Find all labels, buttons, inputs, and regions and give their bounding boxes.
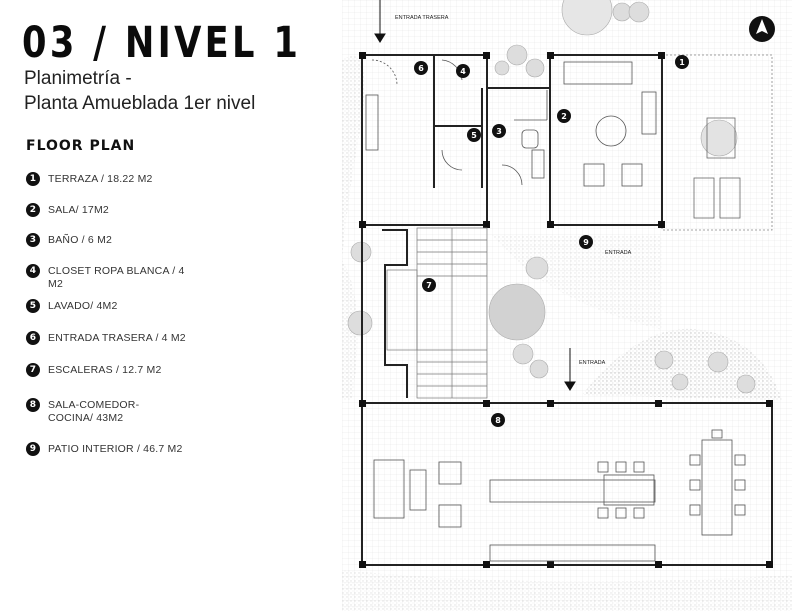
legend-label: TERRAZA / 18.22 M2: [48, 173, 153, 185]
marker-6: 6: [414, 61, 428, 75]
lounge-chair-2: [719, 177, 741, 219]
lounge-chair-1: [693, 177, 715, 219]
legend-label: SALA-COMEDOR- COCINA/ 43M2: [48, 399, 140, 424]
label-entrada-trasera: ENTRADA TRASERA: [395, 15, 449, 21]
legend-label: SALA/ 17M2: [48, 204, 109, 216]
stairs: [386, 227, 488, 399]
landscape-texture: [342, 56, 792, 611]
svg-text:4: 4: [460, 67, 466, 76]
subtitle-line-1: Planimetría -: [24, 68, 132, 89]
legend-item-entrada-trasera: 6 ENTRADA TRASERA / 4 M2: [26, 331, 186, 345]
legend-label: ESCALERAS / 12.7 M2: [48, 364, 162, 376]
svg-text:5: 5: [471, 131, 477, 140]
page-title: 03 / NIVEL 1: [22, 18, 302, 68]
legend-badge: 6: [26, 331, 40, 345]
svg-text:1: 1: [679, 58, 685, 67]
legend-label: ENTRADA TRASERA / 4 M2: [48, 332, 186, 344]
lower-walls: [361, 402, 773, 566]
legend-item-patio-interior: 9 PATIO INTERIOR / 46.7 M2: [26, 442, 183, 456]
subtitle-line-2: Planta Amueblada 1er nivel: [24, 93, 256, 114]
legend-badge: 5: [26, 299, 40, 313]
terrace-outline: [661, 54, 773, 231]
marker-5: 5: [467, 128, 481, 142]
legend-item-bano: 3 BAÑO / 6 M2: [26, 233, 112, 247]
svg-text:3: 3: [496, 127, 502, 136]
columns-lower: [359, 400, 773, 568]
legend-item-terraza: 1 TERRAZA / 18.22 M2: [26, 172, 153, 186]
north-arrow-icon: [749, 16, 775, 42]
marker-1: 1: [675, 55, 689, 69]
marker-8: 8: [491, 413, 505, 427]
floor-plan-drawing: ENTRADA TRASERA ENTRADA ENTRADA 1 2 3 4 …: [342, 0, 792, 611]
entrance-arrows: [374, 0, 576, 391]
legend-badge: 8: [26, 398, 40, 412]
legend-item-sala: 2 SALA/ 17M2: [26, 203, 109, 217]
columns-upper: [359, 52, 665, 228]
legend-item-closet: 4 CLOSET ROPA BLANCA / 4 M2: [26, 264, 198, 291]
legend-label: LAVADO/ 4M2: [48, 300, 118, 312]
svg-text:7: 7: [426, 281, 432, 290]
upper-walls: [361, 54, 663, 226]
legend-badge: 2: [26, 203, 40, 217]
legend-label: CLOSET ROPA BLANCA / 4 M2: [48, 265, 185, 290]
terrace-table: [706, 117, 736, 159]
svg-text:2: 2: [561, 112, 567, 121]
legend-label: BAÑO / 6 M2: [48, 234, 113, 246]
legend-item-sala-comedor-cocina: 8 SALA-COMEDOR- COCINA/ 43M2: [26, 398, 158, 425]
legend-badge: 9: [26, 442, 40, 456]
label-entrada-patio: ENTRADA: [605, 250, 632, 256]
legend-badge: 3: [26, 233, 40, 247]
svg-text:9: 9: [583, 238, 589, 247]
marker-3: 3: [492, 124, 506, 138]
trees: [347, 0, 756, 394]
stair-walls: [361, 228, 408, 400]
marker-2: 2: [557, 109, 571, 123]
marker-7: 7: [422, 278, 436, 292]
marker-9: 9: [579, 235, 593, 249]
legend-badge: 1: [26, 172, 40, 186]
label-entrada-main: ENTRADA: [579, 360, 606, 366]
sala-furniture: [563, 61, 657, 187]
legend-panel: 03 / NIVEL 1 Planimetría - Planta Amuebl…: [0, 0, 342, 611]
legend-item-lavado: 5 LAVADO/ 4M2: [26, 299, 118, 313]
svg-text:8: 8: [495, 416, 501, 425]
floor-plan-heading: FLOOR PLAN: [26, 138, 136, 154]
legend-badge: 7: [26, 363, 40, 377]
legend-item-escaleras: 7 ESCALERAS / 12.7 M2: [26, 363, 162, 377]
marker-4: 4: [456, 64, 470, 78]
living-dining-kitchen-furniture: [373, 429, 746, 562]
legend-label: PATIO INTERIOR / 46.7 M2: [48, 443, 183, 455]
site-grid: [342, 0, 792, 611]
svg-text:6: 6: [418, 64, 424, 73]
interior-details: [365, 59, 548, 186]
legend-badge: 4: [26, 264, 40, 278]
